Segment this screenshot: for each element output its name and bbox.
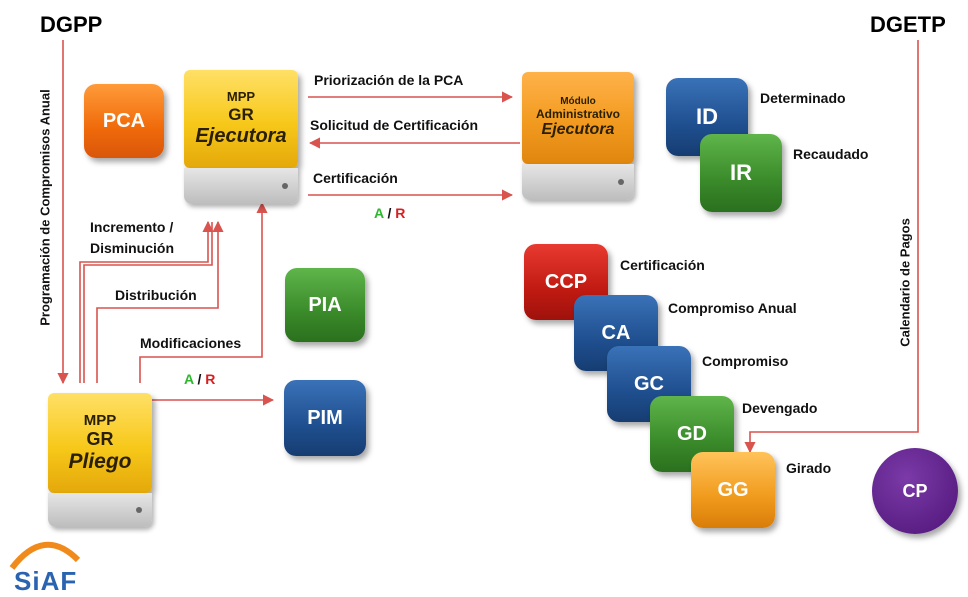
- ejecutora-line1: MPP: [226, 89, 256, 105]
- modulo-line3: Ejecutora: [541, 121, 615, 139]
- pliego-line3: Pliego: [68, 449, 132, 473]
- disminucion-label: Disminución: [90, 240, 175, 256]
- compromiso-label: Compromiso: [702, 353, 789, 369]
- ir-box: IR: [700, 134, 782, 212]
- devengado-label: Devengado: [742, 400, 818, 416]
- siaf-logo-text: SiAF: [14, 566, 78, 596]
- recaudado-label: Recaudado: [793, 146, 869, 162]
- incremento-label: Incremento /: [90, 219, 174, 235]
- girado-label: Girado: [786, 460, 832, 476]
- ar-bottom-r: R: [205, 371, 216, 387]
- drive-led-icon: [618, 179, 624, 185]
- certificacion-arrow-label: Certificación: [313, 170, 398, 186]
- modulo-line2: Administrativo: [535, 106, 620, 121]
- pca-box: PCA: [84, 84, 164, 158]
- ejecutora-drive: MPP GR Ejecutora: [184, 70, 298, 168]
- programacion-label: Programación de Compromisos Anual: [37, 89, 53, 326]
- drive-led-icon: [136, 507, 142, 513]
- dgetp-header: DGETP: [870, 12, 946, 37]
- siaf-arc-icon: [9, 541, 81, 570]
- determinado-label: Determinado: [760, 90, 846, 106]
- ar-bottom-a: A: [184, 371, 194, 387]
- siaf-logo: SiAF: [4, 530, 84, 597]
- pliego-drive-tray: [48, 493, 152, 527]
- pia-box: PIA: [285, 268, 365, 342]
- gg-box: GG: [691, 452, 775, 528]
- ejecutora-drive-tray: [184, 168, 298, 204]
- modulo-drive: Módulo Administrativo Ejecutora: [522, 72, 634, 164]
- modulo-line1: Módulo: [560, 96, 596, 108]
- drive-led-icon: [282, 183, 288, 189]
- ar-top-r: R: [395, 205, 406, 221]
- cp-circle: CP: [872, 448, 958, 534]
- ejecutora-line2: GR: [228, 105, 254, 125]
- compromiso-anual-label: Compromiso Anual: [668, 300, 797, 316]
- distribucion-label: Distribución: [115, 287, 197, 303]
- solicitud-label: Solicitud de Certificación: [310, 117, 479, 133]
- pliego-line2: GR: [86, 429, 114, 450]
- dgpp-header: DGPP: [40, 12, 103, 37]
- ar-top-label: A / R: [374, 205, 405, 221]
- ar-bottom-label: A / R: [184, 371, 215, 387]
- priorizacion-label: Priorización de la PCA: [314, 72, 464, 88]
- ar-top-sep: /: [383, 205, 396, 221]
- modificaciones-label: Modificaciones: [140, 335, 242, 351]
- certificacion-step-label: Certificación: [620, 257, 705, 273]
- pliego-drive: MPP GR Pliego: [48, 393, 152, 493]
- pim-box: PIM: [284, 380, 366, 456]
- ar-top-a: A: [374, 205, 384, 221]
- ejecutora-line3: Ejecutora: [195, 124, 287, 147]
- modulo-drive-tray: [522, 164, 634, 200]
- calendario-label: Calendario de Pagos: [897, 218, 913, 347]
- pliego-line1: MPP: [83, 411, 117, 429]
- ar-bottom-sep: /: [193, 371, 206, 387]
